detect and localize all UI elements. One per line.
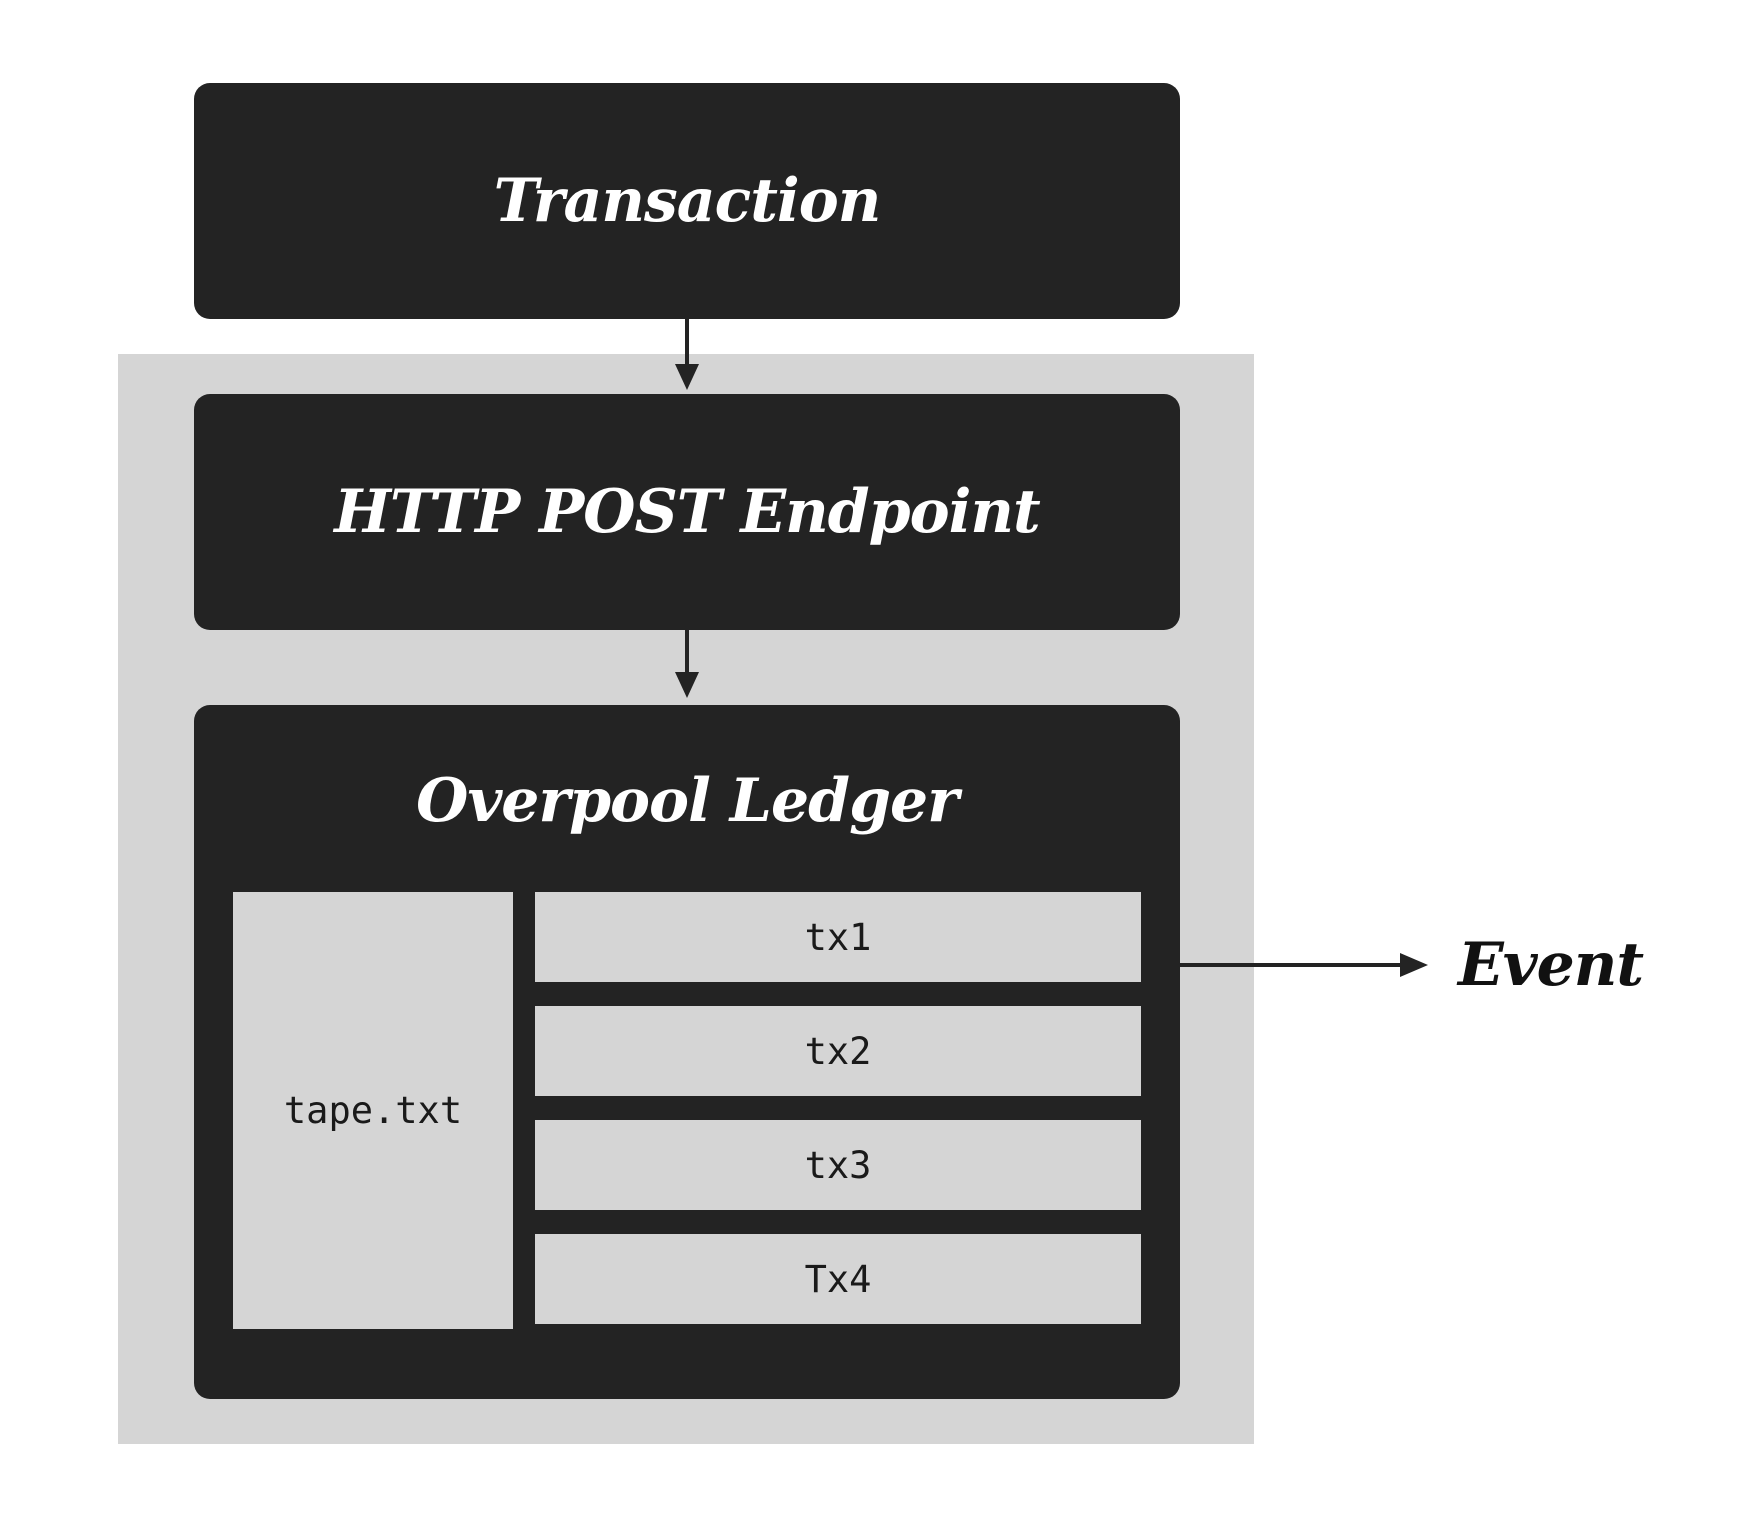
ledger-entry-label: Tx4 [804,1257,872,1301]
tape-file-cell: tape.txt [233,892,513,1329]
ledger-title: Overpool Ledger [416,766,959,836]
transaction-title: Transaction [493,166,882,236]
ledger-entry-label: tx1 [804,915,872,959]
endpoint-title: HTTP POST Endpoint [334,477,1041,547]
ledger-entry-label: tx3 [804,1143,872,1187]
transaction-box: Transaction [194,83,1180,319]
endpoint-box: HTTP POST Endpoint [194,394,1180,630]
ledger-entry-label: tx2 [804,1029,872,1073]
tape-file-label: tape.txt [283,1089,463,1132]
ledger-box: Overpool Ledger tape.txt tx1 tx2 tx3 Tx4 [194,705,1180,1399]
ledger-entry: tx1 [535,892,1141,982]
event-label: Event [1458,930,1644,1000]
ledger-entry: tx2 [535,1006,1141,1096]
ledger-entry: tx3 [535,1120,1141,1210]
ledger-entry: Tx4 [535,1234,1141,1324]
